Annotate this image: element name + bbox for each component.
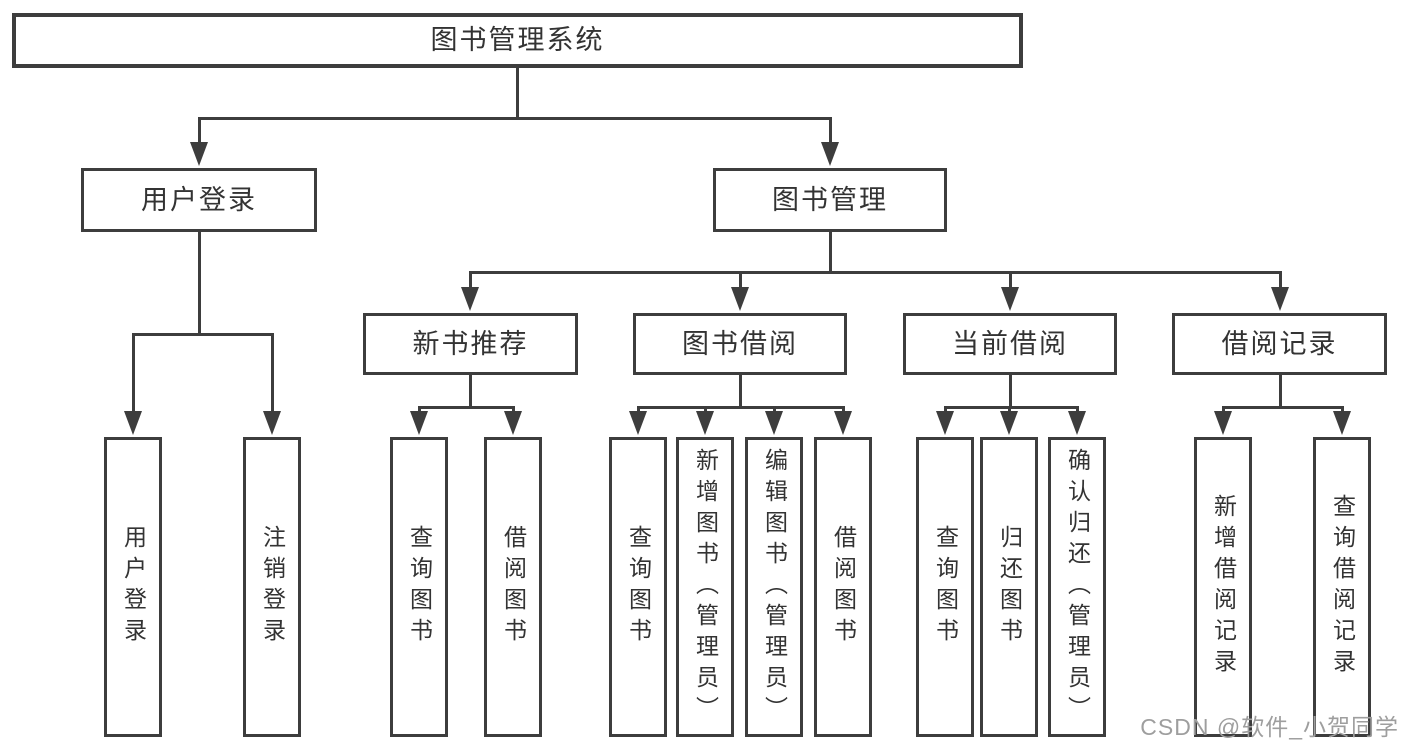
connector: [418, 406, 515, 409]
arrow-down-icon: [504, 411, 522, 435]
leaf-borrow-books-borrowing: 借阅图书: [814, 437, 872, 737]
csdn-watermark: CSDN @软件_小贺同学: [1140, 714, 1399, 740]
connector: [132, 333, 274, 336]
leaf-query-books-borrowing: 查询图书: [609, 437, 667, 737]
leaf-label: 查询借阅记录: [1329, 494, 1356, 680]
leaf-label: 编辑图书（管理员）: [761, 447, 788, 727]
node-label: 当前借阅: [952, 328, 1068, 359]
connector: [773, 406, 776, 415]
connector: [132, 333, 135, 413]
node-user-login: 用户登录: [81, 168, 317, 232]
connector: [1222, 406, 1225, 415]
leaf-label: 注销登录: [259, 525, 286, 649]
leaf-label: 新增借阅记录: [1210, 494, 1237, 680]
arrow-down-icon: [1271, 287, 1289, 311]
connector: [516, 68, 519, 120]
connector: [829, 232, 832, 274]
connector: [198, 232, 201, 336]
connector: [1076, 406, 1079, 415]
arrow-down-icon: [263, 411, 281, 435]
connector: [271, 333, 274, 413]
leaf-label: 查询图书: [406, 525, 433, 649]
arrow-down-icon: [124, 411, 142, 435]
leaf-edit-book-admin: 编辑图书（管理员）: [745, 437, 803, 737]
arrow-down-icon: [765, 411, 783, 435]
connector: [198, 117, 831, 120]
leaf-label: 用户登录: [120, 525, 147, 649]
arrow-down-icon: [410, 411, 428, 435]
arrow-down-icon: [1214, 411, 1232, 435]
leaf-label: 确认归还（管理员）: [1064, 447, 1091, 727]
arrow-down-icon: [821, 142, 839, 166]
arrow-down-icon: [1001, 287, 1019, 311]
leaf-query-borrow-record: 查询借阅记录: [1313, 437, 1371, 737]
arrow-down-icon: [1000, 411, 1018, 435]
connector: [739, 271, 742, 289]
leaf-label: 借阅图书: [830, 525, 857, 649]
leaf-label: 新增图书（管理员）: [692, 447, 719, 727]
leaf-label: 借阅图书: [500, 525, 527, 649]
arrow-down-icon: [1068, 411, 1086, 435]
connector: [418, 406, 421, 415]
leaf-query-books-recommend: 查询图书: [390, 437, 448, 737]
connector: [1222, 406, 1343, 409]
arrow-down-icon: [1333, 411, 1351, 435]
node-label: 图书借阅: [682, 328, 798, 359]
arrow-down-icon: [629, 411, 647, 435]
connector: [1279, 271, 1282, 289]
connector: [829, 117, 832, 145]
connector: [637, 406, 640, 415]
node-label: 用户登录: [141, 184, 257, 215]
connector: [1009, 375, 1012, 409]
node-book-management: 图书管理: [713, 168, 947, 232]
connector: [512, 406, 515, 415]
connector: [637, 406, 845, 409]
connector: [1341, 406, 1344, 415]
leaf-label: 查询图书: [625, 525, 652, 649]
leaf-query-books-current: 查询图书: [916, 437, 974, 737]
connector: [944, 406, 1078, 409]
connector: [469, 271, 472, 289]
leaf-borrow-books-recommend: 借阅图书: [484, 437, 542, 737]
node-book-borrowing: 图书借阅: [633, 313, 847, 375]
node-current-borrowing: 当前借阅: [903, 313, 1117, 375]
connector: [1008, 406, 1011, 415]
connector: [739, 375, 742, 409]
connector: [842, 406, 845, 415]
node-new-book-recommend: 新书推荐: [363, 313, 578, 375]
node-label: 新书推荐: [412, 328, 529, 359]
connector: [1279, 375, 1282, 409]
leaf-confirm-return-admin: 确认归还（管理员）: [1048, 437, 1106, 737]
node-library-management-system: 图书管理系统: [12, 13, 1023, 68]
node-label: 借阅记录: [1221, 328, 1338, 359]
connector: [469, 271, 1282, 274]
leaf-add-borrow-record: 新增借阅记录: [1194, 437, 1252, 737]
node-label: 图书管理系统: [430, 25, 605, 55]
leaf-label: 查询图书: [932, 525, 959, 649]
connector: [198, 117, 201, 145]
leaf-user-login: 用户登录: [104, 437, 162, 737]
arrow-down-icon: [834, 411, 852, 435]
leaf-add-book-admin: 新增图书（管理员）: [676, 437, 734, 737]
arrow-down-icon: [190, 142, 208, 166]
leaf-logout: 注销登录: [243, 437, 301, 737]
connector: [944, 406, 947, 415]
node-label: 图书管理: [772, 184, 888, 215]
arrow-down-icon: [936, 411, 954, 435]
connector: [704, 406, 707, 415]
connector: [469, 375, 472, 409]
arrow-down-icon: [696, 411, 714, 435]
leaf-return-book: 归还图书: [980, 437, 1038, 737]
connector: [1009, 271, 1012, 289]
leaf-label: 归还图书: [996, 525, 1023, 649]
node-borrowing-records: 借阅记录: [1172, 313, 1387, 375]
arrow-down-icon: [461, 287, 479, 311]
arrow-down-icon: [731, 287, 749, 311]
